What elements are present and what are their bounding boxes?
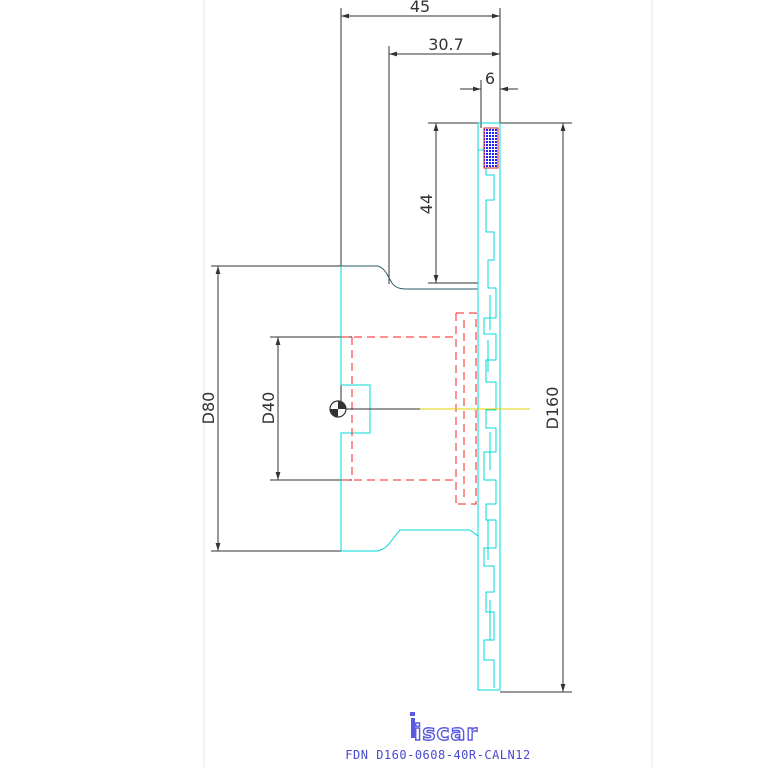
- part-number-caption: FDN D160-0608-40R-CALN12: [345, 748, 531, 762]
- dim-d160: D160: [500, 122, 572, 693]
- dim-d80-label: D80: [199, 392, 218, 425]
- dim-d40-label: D40: [259, 392, 278, 425]
- cutting-insert: [483, 127, 499, 169]
- logo-text: iscar: [414, 721, 478, 746]
- dim-30-7-label: 30.7: [428, 35, 464, 54]
- dim-45: 45: [340, 0, 501, 408]
- origin-symbol: [329, 400, 347, 418]
- dim-6-label: 6: [485, 69, 495, 88]
- dim-30-7: 30.7: [388, 35, 500, 284]
- dim-44-label: 44: [417, 194, 436, 214]
- dim-45-label: 45: [410, 0, 430, 16]
- iscar-logo: iscar: [410, 712, 478, 747]
- dim-6: 6: [460, 69, 518, 128]
- dim-d40: D40: [259, 336, 352, 481]
- dim-d160-label: D160: [543, 387, 562, 430]
- dim-d80: D80: [199, 265, 341, 552]
